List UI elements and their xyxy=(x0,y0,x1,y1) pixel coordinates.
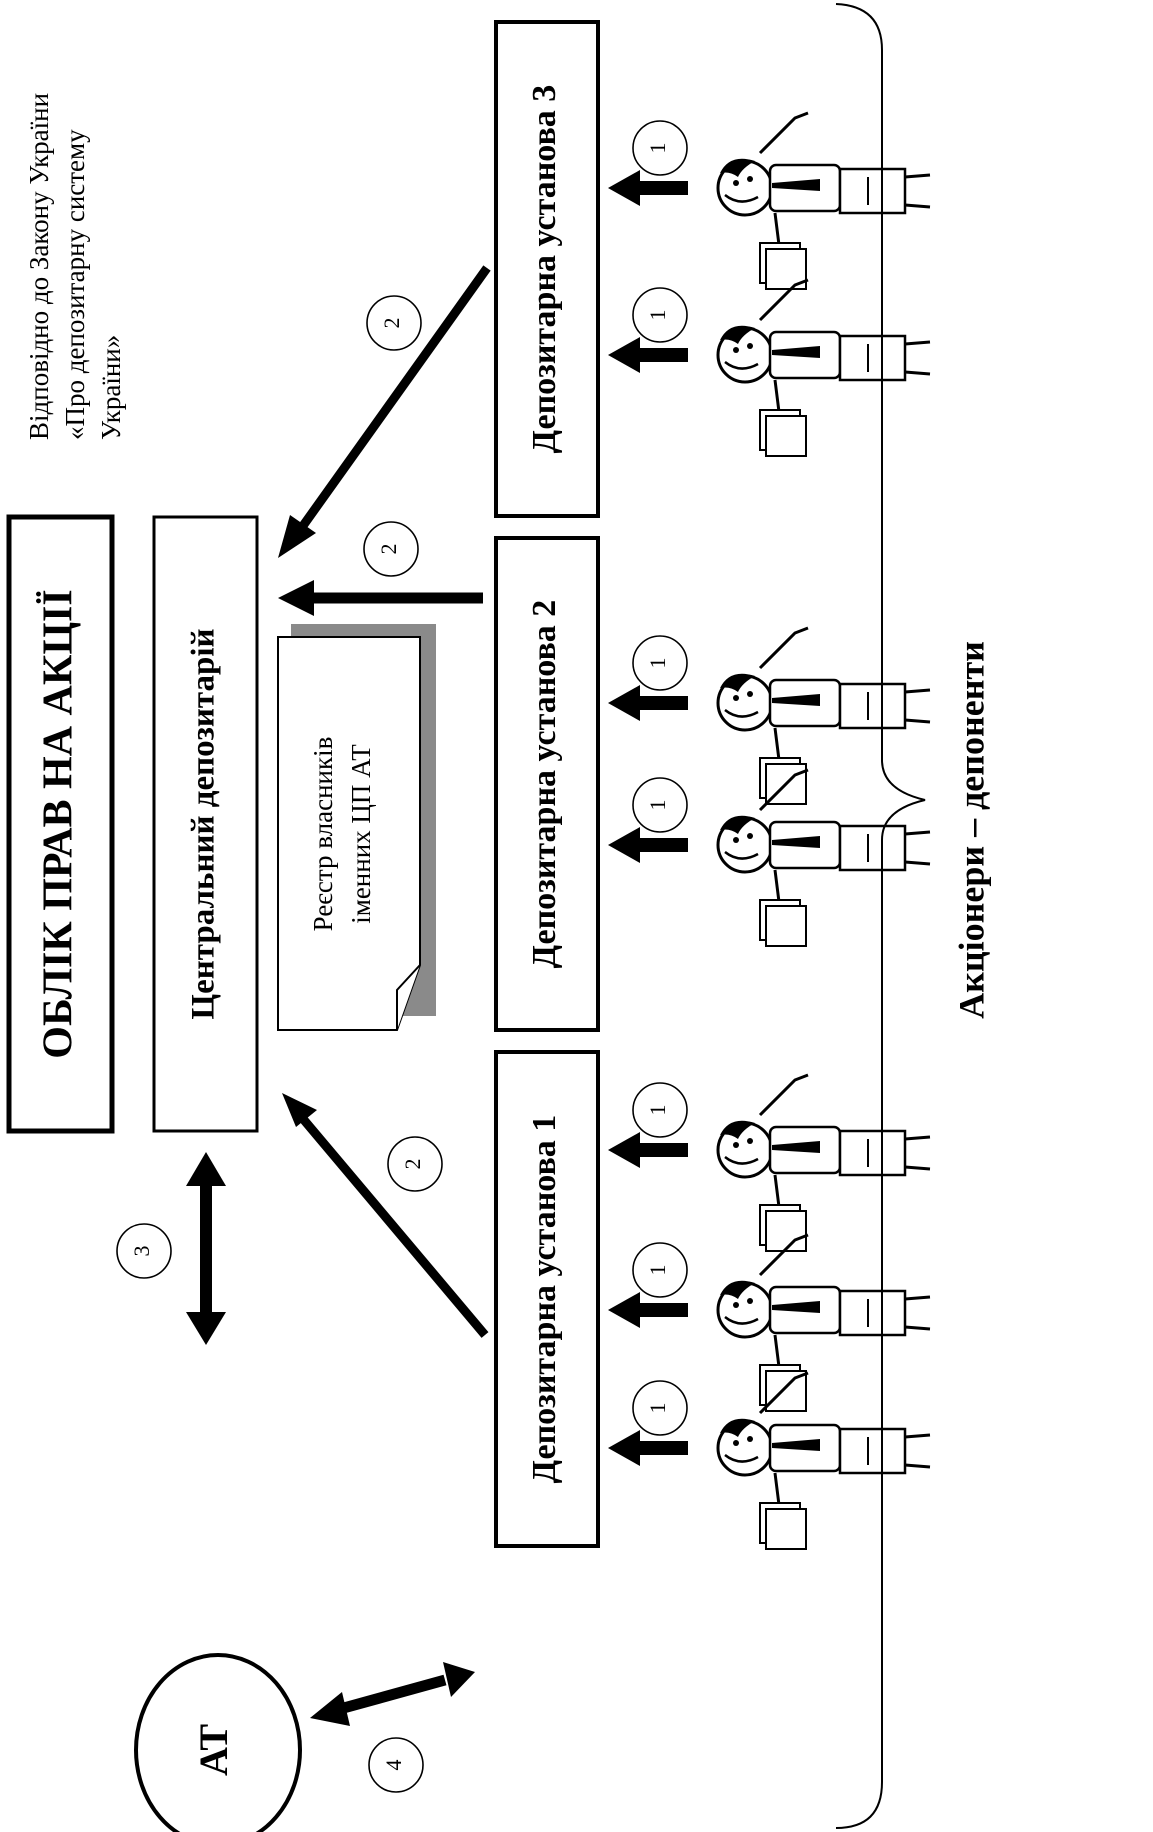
step-label-1: 1 xyxy=(645,658,670,669)
double-arrow-jsc-di1 xyxy=(310,1662,475,1726)
shareholder-figure xyxy=(716,1233,932,1413)
step-badge-2-di3: 2 xyxy=(366,295,422,351)
step-label-1: 1 xyxy=(645,1403,670,1414)
svg-text:3: 3 xyxy=(129,1246,154,1257)
title: ОБЛІК ПРАВ НА АКЦІЇ xyxy=(36,589,82,1058)
step-label-1: 1 xyxy=(645,310,670,321)
shareholder-figure xyxy=(716,111,932,291)
arrow-di1-to-central xyxy=(282,1093,489,1338)
depository-institution-3-label: Депозитарна установа 3 xyxy=(526,85,563,454)
svg-text:2: 2 xyxy=(376,544,401,555)
depository-institution-2-box xyxy=(494,536,600,1032)
step-badge-2-di1: 2 xyxy=(387,1136,443,1192)
shareholders-brace xyxy=(835,3,926,1829)
depository-institution-1-box xyxy=(494,1050,600,1548)
svg-text:2: 2 xyxy=(400,1159,425,1170)
shareholders-label: Акціонери – депоненти xyxy=(951,641,991,1019)
svg-text:2: 2 xyxy=(379,318,404,329)
shareholder-figure xyxy=(716,1371,932,1551)
law-note-line3: України» xyxy=(96,335,126,440)
svg-text:4: 4 xyxy=(381,1760,406,1771)
step-badge-4: 4 xyxy=(368,1737,424,1793)
central-depository-box xyxy=(152,515,259,1133)
central-depository-label: Центральний депозитарій xyxy=(186,628,222,1019)
joint-stock-company-node xyxy=(134,1653,302,1832)
arrow-di3-to-central xyxy=(278,265,491,558)
step-label-1: 1 xyxy=(645,1105,670,1116)
depository-institution-3-box xyxy=(494,20,600,518)
shareholder-3: 1 xyxy=(608,626,932,806)
register-folded-corner xyxy=(396,964,421,1030)
step-badge-3: 3 xyxy=(116,1223,172,1279)
step-label-1: 1 xyxy=(645,800,670,811)
shareholder-figure xyxy=(716,626,932,806)
step-label-1: 1 xyxy=(645,1265,670,1276)
step-label-1: 1 xyxy=(645,143,670,154)
shareholder-4: 1 xyxy=(608,768,932,948)
depository-institution-1-label: Депозитарна установа 1 xyxy=(526,1115,563,1484)
depository-institution-2-label: Депозитарна установа 2 xyxy=(526,600,563,969)
shareholder-7: 1 xyxy=(608,1371,932,1551)
law-note-line1: Відповідно до Закону України xyxy=(24,93,54,440)
law-note-line2: «Про депозитарну систему xyxy=(60,129,90,440)
shareholder-2: 1 xyxy=(608,278,932,458)
shareholder-arrows: 1 1 1 1 1 1 1 xyxy=(608,111,932,1551)
joint-stock-company-label: АТ xyxy=(191,1724,236,1776)
register-label-line2: іменних ЦП АТ xyxy=(346,744,376,924)
shareholder-6: 1 xyxy=(608,1233,932,1413)
shareholder-figure xyxy=(716,278,932,458)
double-arrow-central-jsc xyxy=(186,1152,226,1345)
step-badge-2-di2: 2 xyxy=(363,521,419,577)
arrow-di2-to-central xyxy=(278,580,483,616)
shareholder-1: 1 xyxy=(608,111,932,291)
shareholder-figure xyxy=(716,1073,932,1253)
title-box xyxy=(6,514,115,1134)
shareholder-figure xyxy=(716,768,932,948)
register-label-line1: Реєстр власників xyxy=(308,737,338,932)
shareholder-5: 1 xyxy=(608,1073,932,1253)
